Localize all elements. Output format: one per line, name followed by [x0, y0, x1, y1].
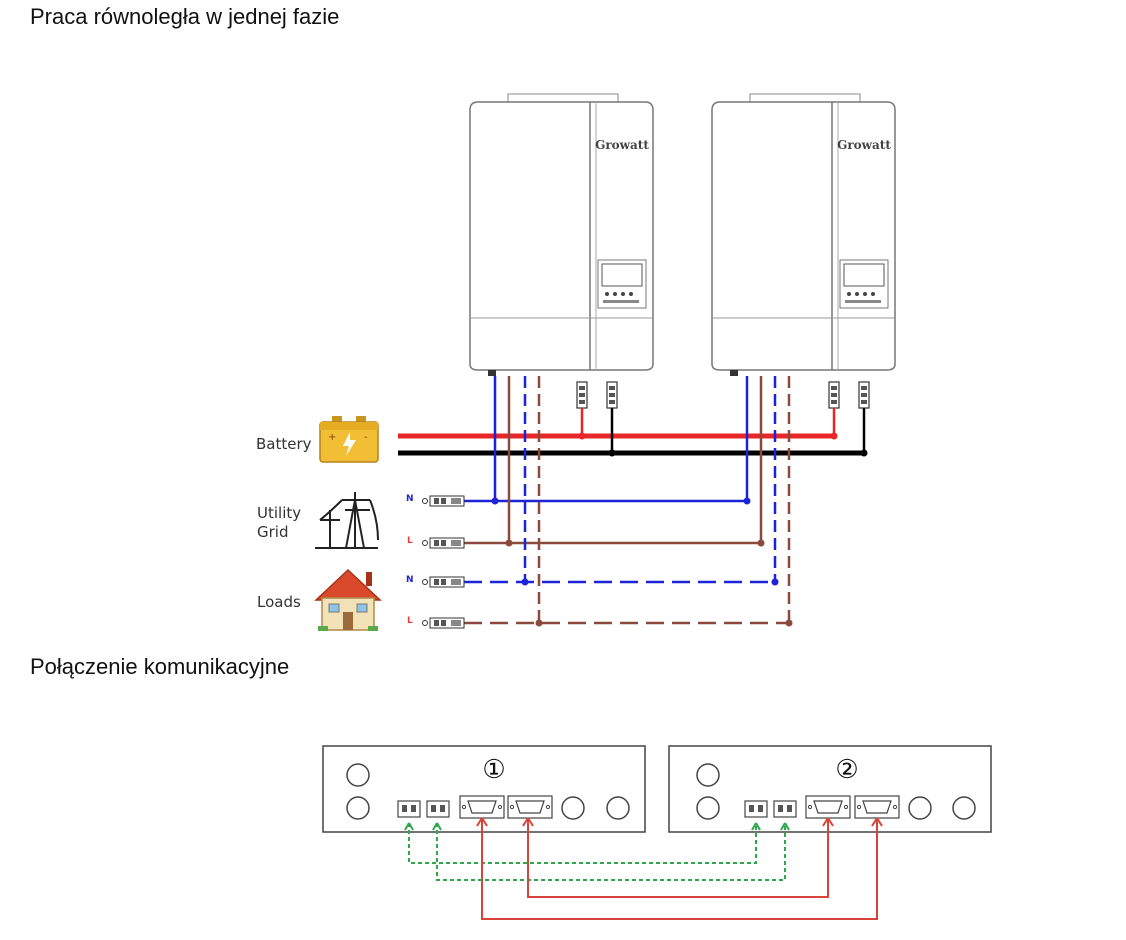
battery-icon: + - [319, 416, 379, 463]
battery-negative-wire [398, 408, 868, 457]
comm-panel-1-number: ① [482, 755, 505, 785]
loads-label: Loads [257, 593, 301, 611]
inverter-1-brand: Growatt [595, 138, 649, 152]
loads-n-label: N [406, 575, 414, 585]
utility-label-line1: Utility [257, 504, 302, 522]
inverter-2-brand: Growatt [837, 138, 891, 152]
utility-neutral-wire [464, 376, 751, 505]
breaker-utility-n [422, 495, 465, 507]
loads-neutral-wire [464, 376, 779, 586]
breaker-loads-n [422, 576, 465, 588]
section-title-parallel: Praca równoległa w jednej fazie [30, 4, 340, 29]
comm-panel-1: ① [322, 745, 646, 833]
inverter-2: Growatt [711, 93, 896, 409]
svg-text:-: - [364, 432, 368, 443]
utility-n-label: N [406, 494, 414, 504]
svg-text:+: + [328, 432, 336, 443]
comm-green-cables [404, 822, 790, 881]
comm-red-cables [476, 817, 883, 920]
utility-pole-icon [315, 492, 379, 549]
utility-l-label: L [407, 536, 413, 546]
loads-l-label: L [407, 616, 413, 626]
house-icon [314, 568, 382, 631]
breaker-utility-l [422, 537, 465, 549]
inverter-1: Growatt [469, 93, 654, 409]
section-title-communication: Połączenie komunikacyjne [30, 654, 290, 679]
battery-label: Battery [256, 435, 312, 453]
loads-line-wire [464, 376, 793, 627]
comm-panel-2-number: ② [835, 755, 858, 785]
utility-line-wire [464, 376, 765, 547]
comm-panel-2: ② [668, 745, 992, 833]
battery-positive-wire [398, 408, 838, 440]
breaker-loads-l [422, 617, 465, 629]
utility-label-line2: Grid [257, 523, 289, 541]
